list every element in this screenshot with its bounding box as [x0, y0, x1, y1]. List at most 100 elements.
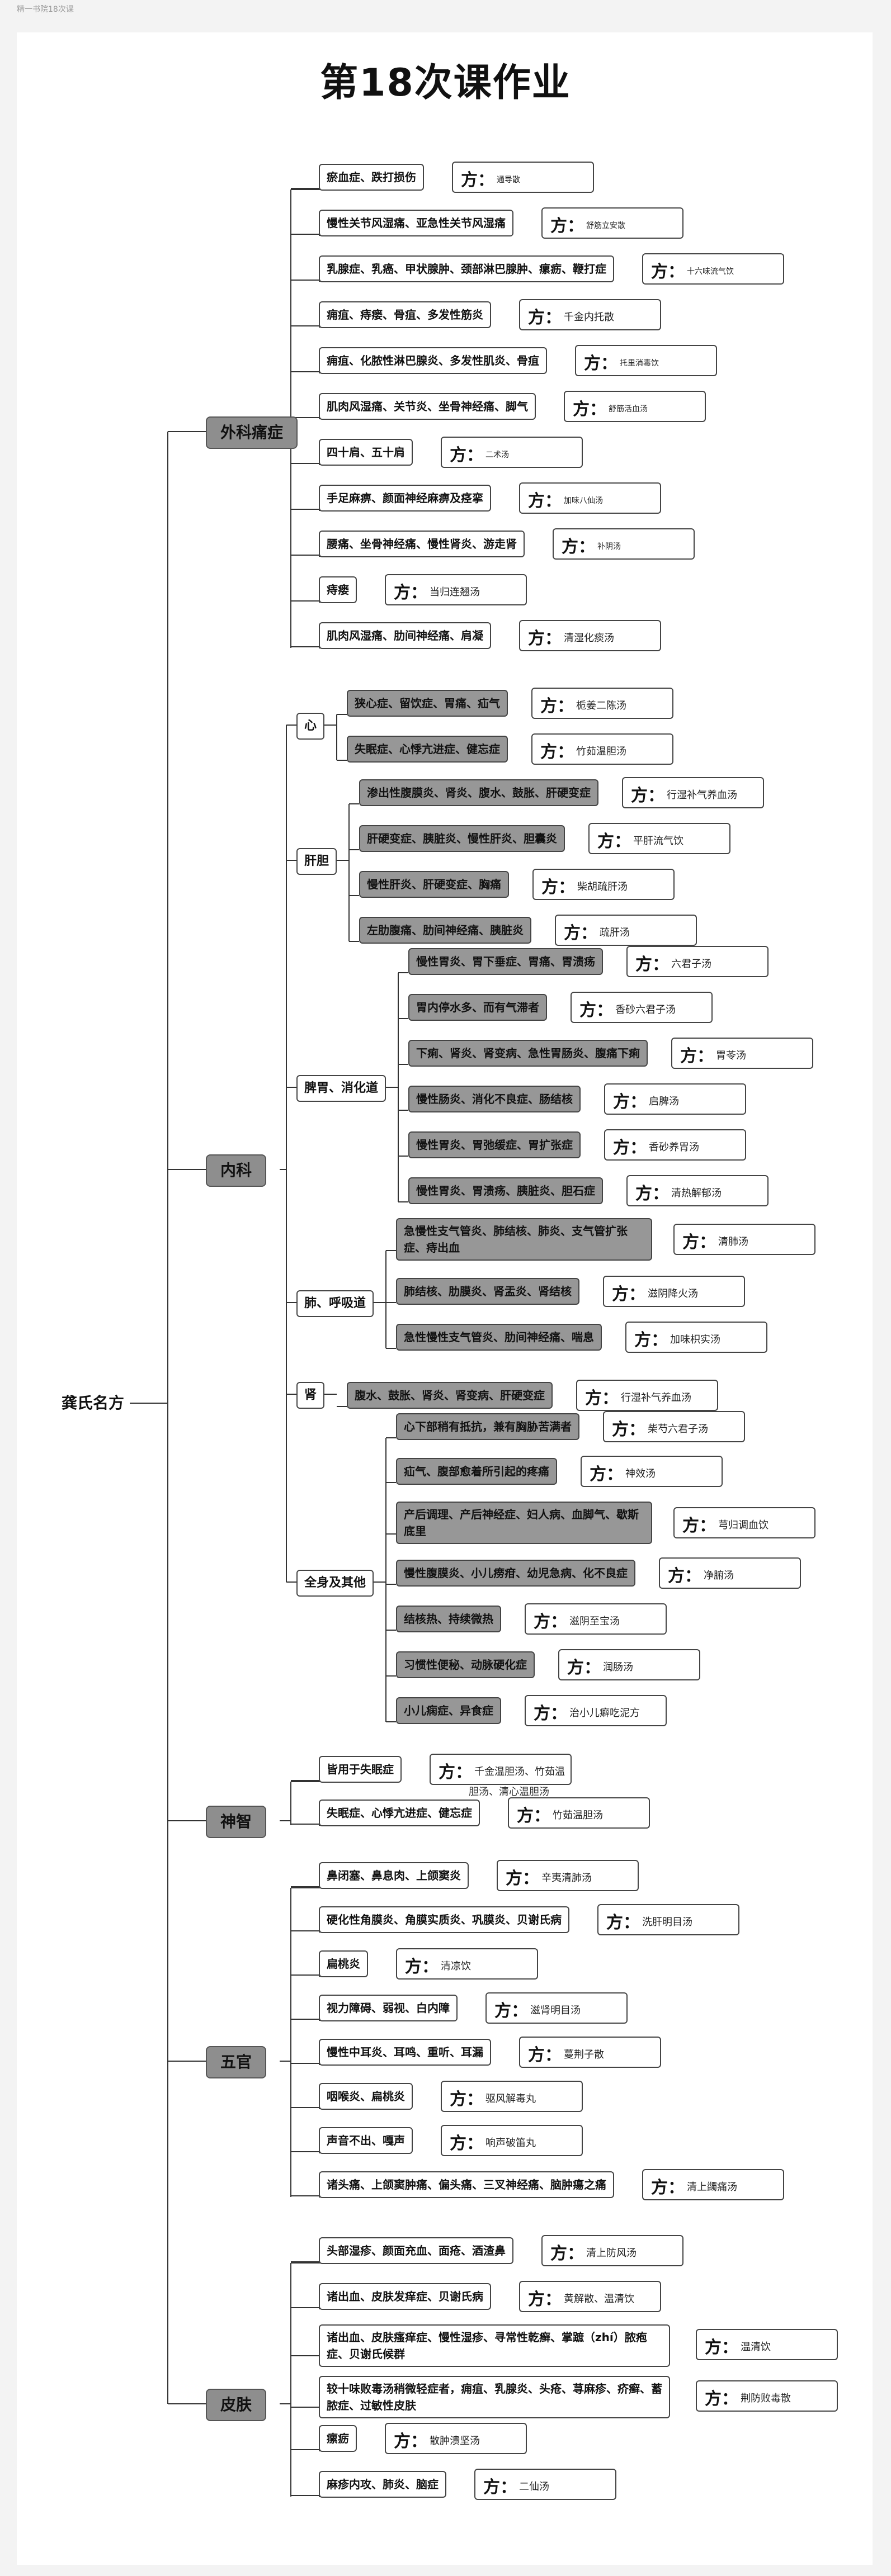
- disease-node[interactable]: 较十味败毒汤稍微轻症者，痈疽、乳腺炎、头疮、荨麻疹、疥癣、蓄脓症、过敏性皮肤: [319, 2376, 670, 2418]
- disease-node[interactable]: 左肋腹痛、肋间神经痛、胰脏炎: [359, 917, 531, 944]
- formula-box[interactable]: 方：洗肝明目汤: [597, 1904, 739, 1935]
- subcategory-node[interactable]: 肝胆: [296, 848, 337, 875]
- disease-node[interactable]: 胃内停水多、而有气滞者: [408, 994, 547, 1021]
- formula-box[interactable]: 方：清上防风汤: [541, 2235, 683, 2266]
- subcategory-node[interactable]: 肾: [296, 1382, 325, 1409]
- disease-node[interactable]: 慢性胃炎、胃溃疡、胰脏炎、胆石症: [408, 1177, 603, 1204]
- category-node[interactable]: 外科痛症: [206, 416, 298, 449]
- disease-node[interactable]: 头部湿疹、颜面充血、面疮、酒渣鼻: [319, 2237, 513, 2264]
- formula-box[interactable]: 方：蔓荆子散: [519, 2037, 661, 2068]
- formula-box[interactable]: 方：行湿补气养血汤: [576, 1380, 718, 1411]
- formula-box[interactable]: 方：辛夷清肺汤: [497, 1860, 639, 1891]
- formula-box[interactable]: 方：香砂六君子汤: [571, 992, 713, 1023]
- disease-node[interactable]: 扁桃炎: [319, 1950, 368, 1977]
- formula-box[interactable]: 方：托里消毒饮: [575, 345, 717, 376]
- formula-box[interactable]: 方：胃苓汤: [671, 1038, 813, 1069]
- subcategory-node[interactable]: 脾胃、消化道: [296, 1075, 386, 1102]
- formula-box[interactable]: 方：竹茹温胆汤: [531, 733, 673, 765]
- disease-node[interactable]: 慢性胃炎、胃下垂症、胃痛、胃溃疡: [408, 948, 603, 975]
- disease-node[interactable]: 失眠症、心悸亢进症、健忘症: [319, 1800, 480, 1826]
- formula-box[interactable]: 方：荆防败毒散: [696, 2380, 838, 2412]
- disease-node[interactable]: 肝硬变症、胰脏炎、慢性肝炎、胆囊炎: [359, 825, 565, 852]
- formula-box[interactable]: 方：清肺汤: [673, 1224, 815, 1255]
- category-node[interactable]: 内科: [206, 1154, 267, 1187]
- formula-box[interactable]: 方：舒筋活血汤: [564, 391, 706, 422]
- disease-node[interactable]: 习惯性便秘、动脉硬化症: [396, 1651, 535, 1678]
- formula-box[interactable]: 方：舒筋立安散: [541, 207, 683, 239]
- disease-node[interactable]: 产后调理、产后神经症、妇人病、血脚气、歇斯底里: [396, 1502, 652, 1544]
- disease-node[interactable]: 声音不出、嘎声: [319, 2127, 413, 2154]
- disease-node[interactable]: 四十肩、五十肩: [319, 439, 413, 466]
- formula-box[interactable]: 方：驱风解毒丸: [441, 2081, 583, 2112]
- formula-box[interactable]: 方：柴胡疏肝汤: [532, 869, 675, 900]
- formula-box[interactable]: 方：加味八仙汤: [519, 482, 661, 514]
- formula-box[interactable]: 方：平肝流气饮: [588, 823, 730, 854]
- formula-box[interactable]: 方：芎归调血饮: [673, 1507, 815, 1538]
- tab-title[interactable]: 精一书院18次课: [17, 5, 74, 14]
- formula-box[interactable]: 方：竹茹温胆汤: [508, 1797, 650, 1829]
- disease-node[interactable]: 痈疽、痔瘘、骨疽、多发性筋炎: [319, 301, 491, 328]
- disease-node[interactable]: 腰痛、坐骨神经痛、慢性肾炎、游走肾: [319, 531, 525, 557]
- subcategory-node[interactable]: 全身及其他: [296, 1570, 374, 1597]
- formula-box[interactable]: 方：加味枳实汤: [625, 1322, 767, 1353]
- disease-node[interactable]: 疝气、腹部愈着所引起的疼痛: [396, 1458, 557, 1485]
- category-node[interactable]: 皮肤: [206, 2389, 267, 2421]
- formula-box[interactable]: 方：清凉饮: [396, 1948, 538, 1980]
- formula-box[interactable]: 方：清上蠲痛汤: [642, 2169, 784, 2200]
- formula-box[interactable]: 方：行湿补气养血汤: [622, 777, 764, 808]
- disease-node[interactable]: 下痢、肾炎、肾变病、急性胃肠炎、腹痛下痢: [408, 1040, 648, 1067]
- formula-box[interactable]: 方：二仙汤: [474, 2469, 616, 2500]
- disease-node[interactable]: 心下部稍有抵抗，兼有胸胁苦满者: [396, 1413, 579, 1440]
- formula-box[interactable]: 方：清湿化痰汤: [519, 620, 661, 651]
- formula-box[interactable]: 方：启脾汤: [604, 1083, 746, 1115]
- formula-box[interactable]: 方：神效汤: [581, 1456, 723, 1487]
- formula-box[interactable]: 方：温清饮: [696, 2329, 838, 2360]
- disease-node[interactable]: 视力障碍、弱视、白内障: [319, 1995, 458, 2021]
- disease-node[interactable]: 肌肉风湿痛、关节炎、坐骨神经痛、脚气: [319, 393, 536, 420]
- disease-node[interactable]: 结核热、持续微热: [396, 1606, 501, 1632]
- disease-node[interactable]: 急慢性支气管炎、肺结核、肺炎、支气管扩张症、痔出血: [396, 1218, 652, 1261]
- formula-box[interactable]: 方：滋肾明目汤: [485, 1992, 628, 2024]
- disease-node[interactable]: 咽喉炎、扁桃炎: [319, 2083, 413, 2110]
- formula-box[interactable]: 方：通导散: [452, 162, 594, 193]
- root-node[interactable]: 龚氏名方: [62, 1394, 125, 1412]
- formula-box[interactable]: 方：滋阴降火汤: [603, 1276, 745, 1307]
- category-node[interactable]: 神智: [206, 1806, 267, 1838]
- disease-node[interactable]: 狭心症、留饮症、胃痛、疝气: [347, 690, 508, 717]
- disease-node[interactable]: 瘀血症、跌打损伤: [319, 164, 424, 191]
- disease-node[interactable]: 小儿痫症、异食症: [396, 1697, 501, 1724]
- disease-node[interactable]: 鼻闭塞、鼻息肉、上颌窦炎: [319, 1862, 469, 1889]
- disease-node[interactable]: 诸头痛、上颌窦肿痛、偏头痛、三叉神经痛、脑肿瘍之痛: [319, 2171, 614, 2198]
- formula-box[interactable]: 方：滋阴至宝汤: [525, 1603, 667, 1635]
- disease-node[interactable]: 慢性中耳炎、耳鸣、重听、耳漏: [319, 2039, 491, 2066]
- disease-node[interactable]: 慢性胃炎、胃弛缓症、胃扩张症: [408, 1131, 581, 1158]
- subcategory-node[interactable]: 肺、呼吸道: [296, 1290, 374, 1317]
- formula-box[interactable]: 方：柴芍六君子汤: [603, 1411, 745, 1442]
- formula-box[interactable]: 方：治小儿癖吃泥方: [525, 1695, 667, 1726]
- disease-node[interactable]: 慢性肝炎、肝硬变症、胸痛: [359, 871, 509, 898]
- formula-box[interactable]: 方：润肠汤: [558, 1649, 700, 1680]
- formula-box[interactable]: 方：疏肝汤: [555, 915, 697, 946]
- formula-box[interactable]: 方：十六味流气饮: [642, 253, 784, 285]
- disease-node[interactable]: 乳腺症、乳癌、甲状腺肿、颈部淋巴腺肿、瘰疬、鞭打症: [319, 255, 614, 282]
- formula-box[interactable]: 方：清热解郁汤: [626, 1175, 769, 1206]
- disease-node[interactable]: 痔瘘: [319, 576, 357, 603]
- disease-node[interactable]: 手足麻痹、颜面神经麻痹及痉挛: [319, 485, 491, 512]
- disease-node[interactable]: 麻疹内攻、肺炎、脑症: [319, 2471, 446, 2498]
- formula-box[interactable]: 方：响声破笛丸: [441, 2125, 583, 2156]
- disease-node[interactable]: 慢性腹膜炎、小儿痨疳、幼児急病、化不良症: [396, 1560, 635, 1587]
- formula-box[interactable]: 方：千金温胆汤、竹茹温: [430, 1754, 572, 1785]
- disease-node[interactable]: 渗出性腹膜炎、肾炎、腹水、鼓胀、肝硬变症: [359, 779, 598, 806]
- disease-node[interactable]: 失眠症、心悸亢进症、健忘症: [347, 736, 508, 763]
- formula-box[interactable]: 方：六君子汤: [626, 946, 769, 977]
- disease-node[interactable]: 腹水、鼓胀、肾炎、肾变病、肝硬变症: [347, 1382, 553, 1409]
- disease-node[interactable]: 瘰疬: [319, 2425, 357, 2452]
- disease-node[interactable]: 慢性肠炎、消化不良症、肠结核: [408, 1086, 581, 1112]
- disease-node[interactable]: 诸出血、皮肤发痒症、贝谢氏病: [319, 2283, 491, 2310]
- disease-node[interactable]: 肺结核、肋膜炎、肾盂炎、肾结核: [396, 1278, 579, 1305]
- formula-box[interactable]: 方：净腑汤: [659, 1557, 801, 1589]
- formula-box[interactable]: 方：栀姜二陈汤: [531, 688, 673, 719]
- category-node[interactable]: 五官: [206, 2046, 267, 2078]
- disease-node[interactable]: 急性慢性支气管炎、肋间神经痛、喘息: [396, 1324, 602, 1351]
- disease-node[interactable]: 痈疽、化脓性淋巴腺炎、多发性肌炎、骨疽: [319, 347, 547, 374]
